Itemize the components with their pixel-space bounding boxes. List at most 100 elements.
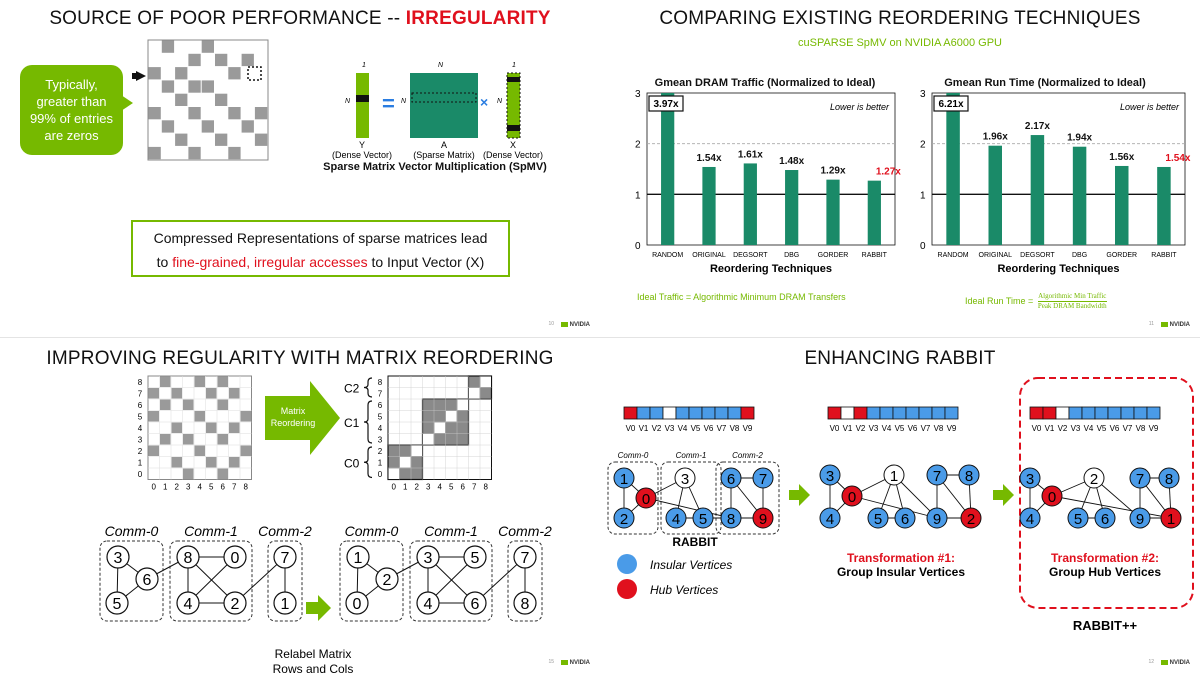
nonzero-cell bbox=[228, 107, 241, 120]
transform-1-title: Transformation #1: bbox=[847, 551, 955, 565]
data-label: 1.94x bbox=[1067, 133, 1092, 144]
y-tick-label: 2 bbox=[920, 140, 926, 151]
x-tick-label: DEGSORT bbox=[733, 252, 768, 259]
graph-node bbox=[1041, 485, 1063, 507]
vector-entry bbox=[879, 406, 894, 420]
col-tick: 0 bbox=[152, 483, 157, 492]
x-tick-label: DEGSORT bbox=[1020, 252, 1055, 259]
vertex-label: V3 bbox=[1071, 424, 1081, 433]
vector-entry bbox=[1133, 406, 1148, 420]
bar-degsort bbox=[743, 163, 757, 245]
graph-node bbox=[692, 507, 714, 529]
data-label: 3.97x bbox=[653, 99, 678, 110]
slide-comparing-reordering: COMPARING EXISTING REORDERING TECHNIQUES… bbox=[600, 0, 1200, 337]
x-axis-title: Reordering Techniques bbox=[710, 263, 832, 275]
graph-node bbox=[958, 464, 980, 486]
sparse-matrix-diagram bbox=[132, 39, 269, 161]
node-label: 8 bbox=[184, 550, 193, 567]
y-height-label: N bbox=[345, 98, 351, 105]
vector-entry bbox=[1068, 406, 1083, 420]
reorder-arrow-icon bbox=[265, 381, 340, 455]
transform-arrow-1-icon bbox=[789, 484, 810, 506]
nonzero-cell bbox=[161, 40, 175, 53]
nonzero-cell bbox=[241, 53, 254, 67]
graph-node bbox=[635, 487, 657, 509]
graph-node bbox=[752, 467, 774, 489]
bar-dbg bbox=[785, 170, 799, 245]
nonzero-cell bbox=[206, 388, 217, 399]
row-tick: 5 bbox=[378, 413, 383, 422]
relabel-caption-2: Rows and Cols bbox=[273, 662, 354, 674]
y-label: Y bbox=[359, 140, 365, 150]
nonzero-cell bbox=[254, 133, 268, 146]
node-label: 4 bbox=[184, 596, 193, 613]
col-tick: 1 bbox=[403, 483, 408, 492]
box-line-2: to fine-grained, irregular accesses to I… bbox=[133, 250, 508, 274]
node-label: 7 bbox=[1136, 471, 1144, 488]
graph-node bbox=[273, 591, 297, 615]
vertex-label: V0 bbox=[626, 424, 636, 433]
community-name: Comm-2 bbox=[498, 523, 552, 539]
ideal-traffic-note: Ideal Traffic = Algorithmic Minimum DRAM… bbox=[637, 292, 846, 302]
vertex-label: V9 bbox=[1149, 424, 1159, 433]
nonzero-cell bbox=[148, 388, 159, 399]
nonzero-cell bbox=[206, 457, 217, 468]
col-tick: 8 bbox=[484, 483, 489, 492]
nonzero-cell bbox=[228, 67, 241, 80]
vector-entry bbox=[866, 406, 881, 420]
nonzero-cell bbox=[215, 133, 228, 146]
nonzero-cell bbox=[183, 468, 194, 479]
nonzero-cell bbox=[183, 434, 194, 445]
callout-text: Typically, greater than 99% of entries a… bbox=[29, 77, 114, 143]
nonzero-cell bbox=[215, 93, 228, 106]
vector-entry bbox=[905, 406, 920, 420]
x-tick-label: RANDOM bbox=[938, 252, 969, 259]
transform-1-subtitle: Group Insular Vertices bbox=[837, 565, 965, 579]
nonzero-cell bbox=[188, 146, 201, 160]
col-tick: 3 bbox=[426, 483, 431, 492]
vertex-label: V2 bbox=[856, 424, 866, 433]
vertex-label: V6 bbox=[908, 424, 918, 433]
row-tick: 0 bbox=[378, 470, 383, 479]
bar-random bbox=[661, 93, 675, 245]
spmv-equation-diagram: 1 N = N N × 1 N Y (Dense Vector) A (Spar… bbox=[332, 62, 543, 160]
bar-rabbit bbox=[1157, 166, 1171, 245]
community-box bbox=[267, 540, 303, 622]
community-label: C2 bbox=[344, 382, 360, 396]
community-brace bbox=[363, 377, 373, 398]
slide-title: ENHANCING RABBIT bbox=[804, 348, 996, 369]
bar-original bbox=[988, 145, 1002, 245]
diagonal-cell bbox=[469, 388, 480, 399]
community-box bbox=[409, 540, 493, 622]
vector-entry bbox=[853, 406, 868, 420]
diagonal-cell bbox=[388, 468, 399, 479]
y-tick-label: 1 bbox=[635, 190, 641, 201]
fraction-numerator: Algorithmic Min Traffic bbox=[1037, 292, 1107, 302]
node-label: 3 bbox=[681, 471, 689, 488]
community-brace bbox=[363, 446, 373, 479]
community-name: Comm-0 bbox=[345, 523, 399, 539]
node-label: 2 bbox=[967, 511, 975, 528]
page-number: 15 bbox=[548, 659, 554, 665]
vertex-label: V3 bbox=[869, 424, 879, 433]
x-tick-label: RANDOM bbox=[652, 252, 683, 259]
graph-node bbox=[1160, 507, 1182, 529]
vector-entry bbox=[662, 406, 677, 420]
vertex-label: V9 bbox=[743, 424, 753, 433]
nonzero-cell bbox=[175, 67, 188, 80]
x-height-label: N bbox=[497, 98, 503, 105]
community-name: Comm-1 bbox=[184, 523, 238, 539]
node-label: 6 bbox=[901, 511, 909, 528]
diagonal-cell bbox=[400, 457, 411, 468]
row-tick: 1 bbox=[138, 459, 143, 468]
transform-2-subtitle: Group Hub Vertices bbox=[1049, 565, 1161, 579]
vertex-label: V4 bbox=[678, 424, 688, 433]
bar-random bbox=[946, 93, 960, 245]
rabbit-label: RABBIT bbox=[672, 535, 718, 549]
data-label: 1.54x bbox=[696, 153, 721, 164]
row-tick: 4 bbox=[138, 424, 143, 433]
node-label: 1 bbox=[354, 550, 363, 567]
nonzero-cell bbox=[160, 399, 171, 410]
